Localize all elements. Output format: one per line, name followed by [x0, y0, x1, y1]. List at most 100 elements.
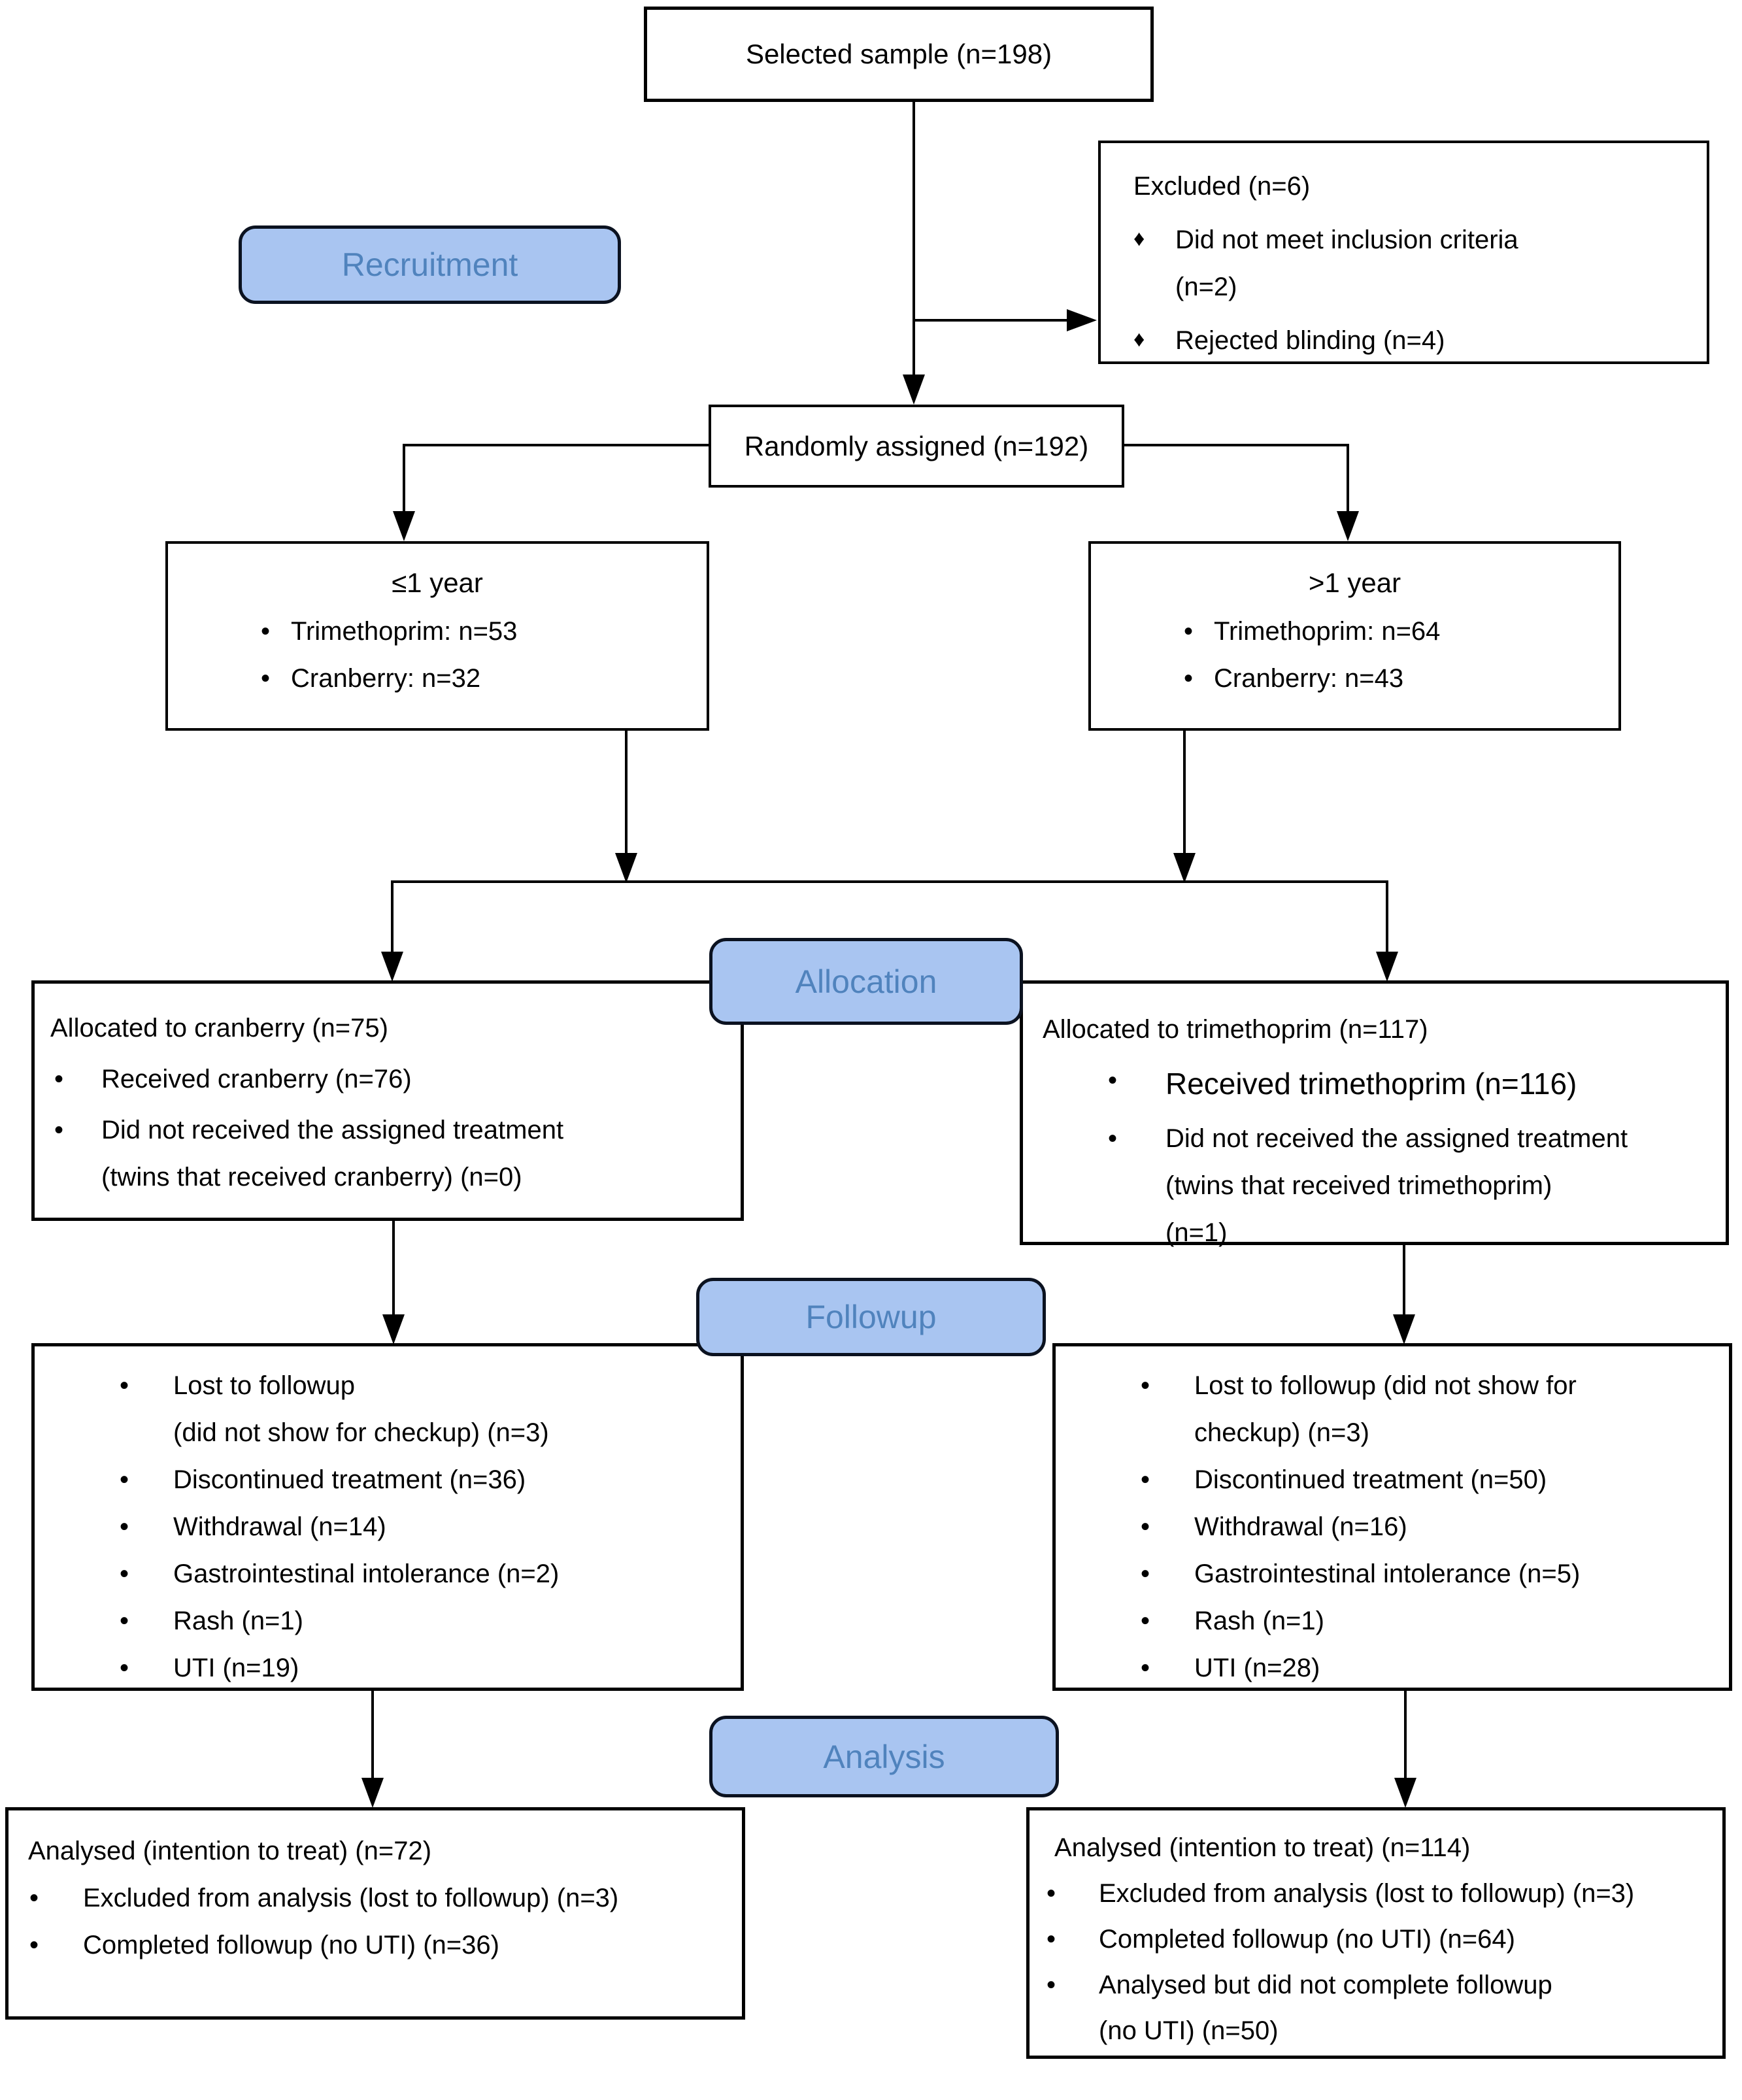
bullet-dot-icon: •: [1141, 1371, 1150, 1400]
bullet-dot-icon: •: [54, 1065, 64, 1093]
excluded-item: Rejected blinding (n=4): [1175, 326, 1445, 355]
followup-cranberry-box: • Lost to followup (did not show for che…: [31, 1343, 744, 1691]
arrowhead-down-icon: [1393, 1314, 1415, 1344]
bullet-dot-icon: •: [54, 1116, 64, 1144]
analysed-cranberry-item: Excluded from analysis (lost to followup…: [83, 1884, 619, 1912]
year-gt1-box: >1 year • Trimethoprim: n=64 • Cranberry…: [1088, 541, 1621, 731]
followup-cranberry-item: Lost to followup (did not show for check…: [173, 1371, 549, 1447]
year-gt1-item: Cranberry: n=43: [1214, 663, 1404, 693]
followup-trimethoprim-item: Discontinued treatment (n=50): [1194, 1465, 1547, 1494]
bullet-dot-icon: •: [1141, 1654, 1150, 1682]
phase-label-text: Analysis: [823, 1738, 945, 1775]
followup-trimethoprim-item: UTI (n=28): [1194, 1654, 1320, 1682]
list-item: ♦ Rejected blinding (n=4): [1133, 317, 1694, 364]
arrowhead-down-icon: [361, 1778, 384, 1808]
year-le1-item: Cranberry: n=32: [291, 663, 481, 693]
arrowhead-down-icon: [1337, 511, 1359, 541]
bullet-dot-icon: •: [1108, 1066, 1118, 1095]
bullet-dot-icon: •: [1047, 1925, 1056, 1954]
selected-sample-title: Selected sample (n=198): [745, 39, 1052, 70]
bullet-dot-icon: •: [1108, 1124, 1118, 1153]
excluded-title: Excluded (n=6): [1133, 172, 1311, 201]
bullet-dot-icon: •: [261, 616, 271, 646]
arrowhead-down-icon: [615, 853, 637, 883]
bullet-dot-icon: •: [1141, 1512, 1150, 1541]
list-item: • Did not received the assigned treatmen…: [35, 1107, 734, 1201]
bullet-dot-icon: •: [1184, 663, 1194, 693]
bullet-dot-icon: •: [29, 1884, 39, 1912]
list-item: • Completed followup (no UTI) (n=36): [8, 1922, 735, 1969]
randomly-assigned-title: Randomly assigned (n=192): [744, 430, 1089, 461]
followup-trimethoprim-item: Rash (n=1): [1194, 1607, 1324, 1635]
allocated-cranberry-item: Received cranberry (n=76): [101, 1065, 412, 1093]
year-gt1-item: Trimethoprim: n=64: [1214, 616, 1441, 646]
allocated-cranberry-box: Allocated to cranberry (n=75) • Received…: [31, 980, 744, 1221]
arrowhead-down-icon: [1376, 952, 1398, 982]
phase-label-analysis: Analysis: [709, 1716, 1059, 1797]
list-item: • Rash (n=1): [35, 1597, 734, 1644]
phase-label-text: Allocation: [795, 963, 937, 1000]
arrowhead-down-icon: [903, 375, 925, 405]
connector-line: [1403, 1244, 1405, 1315]
list-item: • Withdrawal (n=16): [1056, 1503, 1722, 1550]
list-item: • Did not received the assigned treatmen…: [1023, 1115, 1719, 1256]
list-item: • Cranberry: n=43: [1091, 655, 1618, 702]
list-item: • Analysed but did not complete followup…: [1030, 1962, 1717, 2054]
connector-line: [1347, 444, 1349, 512]
arrowhead-down-icon: [393, 511, 415, 541]
list-item: • Lost to followup (did not show for che…: [1056, 1362, 1722, 1456]
allocated-trimethoprim-item: Did not received the assigned treatment …: [1165, 1124, 1628, 1247]
list-item: • Trimethoprim: n=53: [168, 608, 707, 655]
arrowhead-down-icon: [382, 1314, 405, 1344]
analysed-trimethoprim-title: Analysed (intention to treat) (n=114): [1054, 1833, 1471, 1862]
excluded-box: Excluded (n=6) ♦ Did not meet inclusion …: [1098, 141, 1709, 364]
year-le1-title: ≤1 year: [392, 567, 483, 598]
year-le1-box: ≤1 year • Trimethoprim: n=53 • Cranberry…: [165, 541, 709, 731]
allocated-trimethoprim-title: Allocated to trimethoprim (n=117): [1043, 1015, 1428, 1044]
phase-label-followup: Followup: [696, 1278, 1046, 1356]
excluded-item: Did not meet inclusion criteria (n=2): [1175, 225, 1518, 301]
arrowhead-right-icon: [1067, 309, 1097, 331]
arrowhead-down-icon: [381, 952, 403, 982]
allocated-trimethoprim-box: Allocated to trimethoprim (n=117) • Rece…: [1020, 980, 1729, 1247]
list-item: • Gastrointestinal intolerance (n=5): [1056, 1550, 1722, 1597]
allocated-cranberry-title: Allocated to cranberry (n=75): [50, 1014, 388, 1042]
bullet-dot-icon: •: [29, 1931, 39, 1959]
phase-label-text: Recruitment: [341, 246, 518, 283]
list-item: • Trimethoprim: n=64: [1091, 608, 1618, 655]
phase-label-text: Followup: [805, 1299, 937, 1335]
analysed-cranberry-item: Completed followup (no UTI) (n=36): [83, 1931, 499, 1959]
allocated-cranberry-item: Did not received the assigned treatment …: [101, 1116, 564, 1192]
followup-cranberry-item: Withdrawal (n=14): [173, 1512, 386, 1541]
bullet-diamond-icon: ♦: [1133, 226, 1145, 251]
bullet-dot-icon: •: [120, 1465, 129, 1494]
bullet-dot-icon: •: [120, 1512, 129, 1541]
allocated-trimethoprim-item: Received trimethoprim (n=116): [1165, 1067, 1577, 1101]
list-item: • Completed followup (no UTI) (n=64): [1030, 1916, 1717, 1962]
list-item: • Lost to followup (did not show for che…: [35, 1362, 734, 1456]
randomly-assigned-box: Randomly assigned (n=192): [709, 405, 1124, 488]
connector-line: [404, 444, 709, 446]
analysed-cranberry-title: Analysed (intention to treat) (n=72): [28, 1837, 432, 1865]
list-item: • UTI (n=28): [1056, 1644, 1722, 1692]
bullet-diamond-icon: ♦: [1133, 327, 1145, 352]
list-item: • Gastrointestinal intolerance (n=2): [35, 1550, 734, 1597]
list-item: ♦ Did not meet inclusion criteria (n=2): [1133, 216, 1694, 310]
arrowhead-down-icon: [1394, 1778, 1416, 1808]
followup-trimethoprim-item: Lost to followup (did not show for check…: [1194, 1371, 1577, 1447]
bullet-dot-icon: •: [120, 1607, 129, 1635]
followup-cranberry-item: Rash (n=1): [173, 1607, 303, 1635]
analysed-trimethoprim-item: Completed followup (no UTI) (n=64): [1099, 1925, 1515, 1954]
connector-line: [913, 101, 915, 376]
connector-line: [371, 1690, 374, 1778]
list-item: • Received cranberry (n=76): [35, 1056, 734, 1103]
analysed-trimethoprim-box: Analysed (intention to treat) (n=114) • …: [1026, 1807, 1726, 2059]
list-item: • Discontinued treatment (n=50): [1056, 1456, 1722, 1503]
connector-line: [1386, 880, 1388, 952]
bullet-dot-icon: •: [120, 1371, 129, 1400]
connector-line: [1124, 444, 1348, 446]
analysed-trimethoprim-item: Excluded from analysis (lost to followup…: [1099, 1879, 1635, 1908]
connector-line: [1404, 1690, 1407, 1778]
list-item: • UTI (n=19): [35, 1644, 734, 1692]
